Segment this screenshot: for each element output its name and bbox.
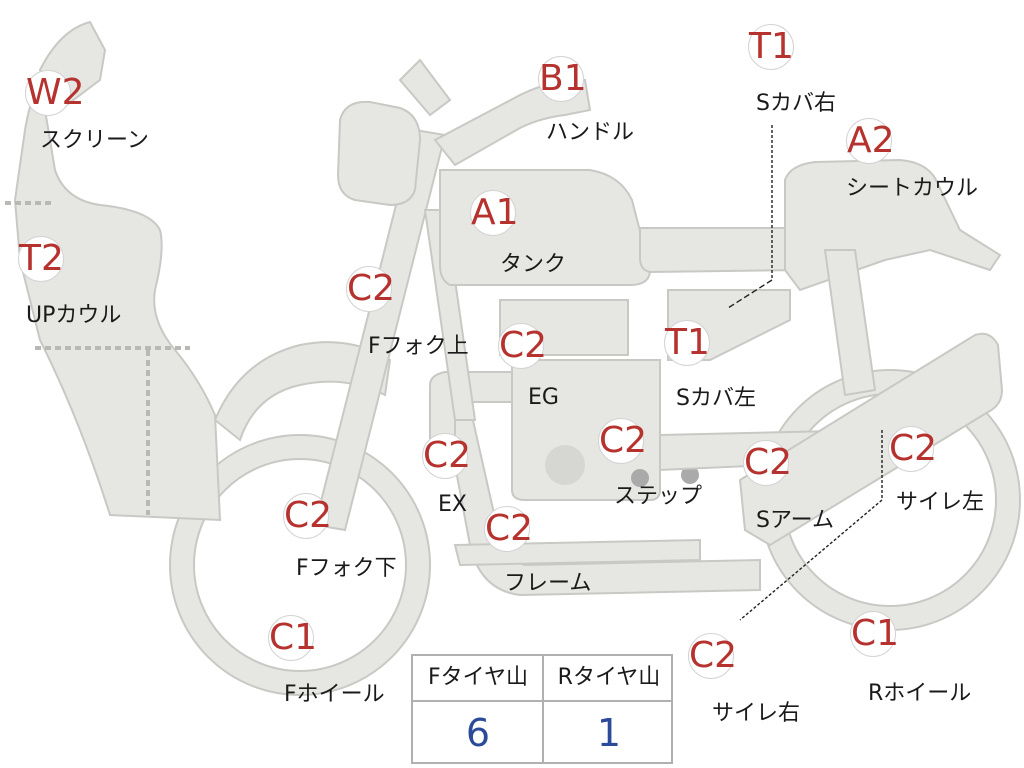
ffork_up-grade-badge: C2 xyxy=(346,266,395,312)
swingarm-label: Sアーム xyxy=(756,508,834,533)
seatcowl-grade-badge: A2 xyxy=(846,118,895,164)
handlebar-shape xyxy=(433,78,592,167)
rear-tire-value: 1 xyxy=(596,711,622,755)
ffork_low-label: Fフォク下 xyxy=(296,556,397,581)
front-tire-value: 6 xyxy=(465,711,491,755)
fwheel-label: Fホイール xyxy=(284,682,385,707)
fwheel-grade-badge: C1 xyxy=(268,615,317,661)
muffler-shape xyxy=(738,332,1004,547)
fork-shape xyxy=(313,128,447,532)
muffler_r-grade-badge: C2 xyxy=(688,633,737,679)
table-divider xyxy=(542,656,544,762)
muffler_r-label: サイレ右 xyxy=(712,701,801,726)
tank-label: タンク xyxy=(500,252,567,277)
frame-grade-badge: C2 xyxy=(484,506,533,552)
swingarm-grade-badge: C2 xyxy=(743,440,792,486)
front-fender-shape xyxy=(213,341,392,442)
front-tire-header: Fタイヤ山 xyxy=(428,665,528,690)
tank-grade-badge: A1 xyxy=(470,190,519,236)
tire-tread-table: Fタイヤ山 Rタイヤ山 6 1 xyxy=(411,654,673,764)
engine-grade-badge: C2 xyxy=(498,323,547,369)
muffler_l-grade-badge: C2 xyxy=(888,426,937,472)
screen-grade-badge: W2 xyxy=(25,70,85,116)
frame-label: フレーム xyxy=(504,571,592,596)
seatcowl-label: シートカウル xyxy=(846,176,979,201)
screen-label: スクリーン xyxy=(40,128,149,153)
upcowl-shape xyxy=(13,76,222,522)
handle-grade-badge: B1 xyxy=(538,56,587,102)
scover_l-grade-badge: T1 xyxy=(664,320,710,366)
exhaust-label: EX xyxy=(438,492,467,517)
scover_r-label: Sカバ右 xyxy=(756,91,836,116)
upcowl-grade-badge: T2 xyxy=(18,236,64,282)
step-label: ステップ xyxy=(614,484,703,509)
exhaust-grade-badge: C2 xyxy=(422,433,471,479)
engine-label: EG xyxy=(528,385,559,410)
scover_l-label: Sカバ左 xyxy=(676,386,756,411)
muffler_l-label: サイレ左 xyxy=(896,490,985,515)
rwheel-grade-badge: C1 xyxy=(850,611,899,657)
handle-label: ハンドル xyxy=(546,120,635,145)
rear-tire-header: Rタイヤ山 xyxy=(557,665,661,690)
upcowl-label: UPカウル xyxy=(26,303,122,328)
step-grade-badge: C2 xyxy=(598,418,647,464)
ffork_up-label: Fフォク上 xyxy=(368,334,469,359)
ffork_low-grade-badge: C2 xyxy=(283,493,332,539)
headlight-shape xyxy=(336,100,422,207)
scover_r-grade-badge: T1 xyxy=(748,24,794,70)
rwheel-label: Rホイール xyxy=(868,681,972,706)
front-wheel-shape xyxy=(169,434,431,696)
